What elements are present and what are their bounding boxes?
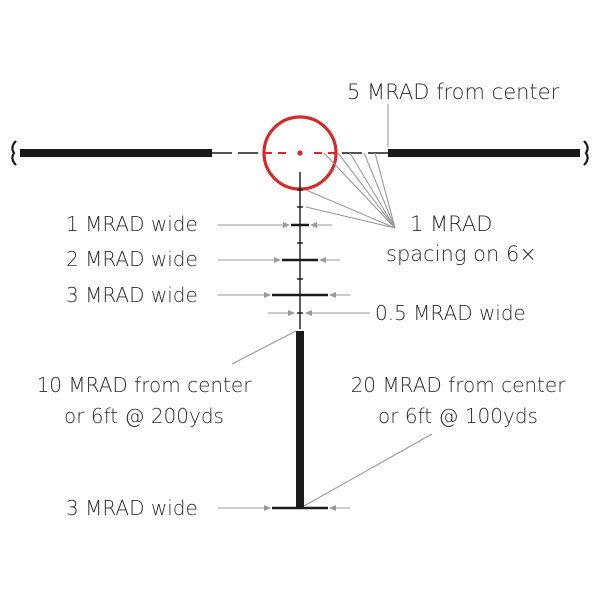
left-thick-bar [20, 149, 212, 157]
red-center-dot [297, 150, 303, 156]
twenty-mrad-line1: 20 MRAD from center [350, 373, 566, 397]
right-thick-bar [388, 149, 580, 157]
left-bar-bracket-icon [11, 140, 17, 166]
right-bar-bracket-icon [583, 140, 589, 166]
thick-vertical-post [296, 331, 304, 508]
post-three-mrad-wide-label: 3 MRAD wide [66, 496, 198, 520]
two-mrad-wide-label: 2 MRAD wide [66, 247, 198, 271]
ten-mrad-line1: 10 MRAD from center [36, 373, 252, 397]
one-mrad-spacing-line2: spacing on 6× [386, 242, 537, 266]
twenty-mrad-leader [303, 433, 433, 507]
half-mrad-wide-label: 0.5 MRAD wide [375, 301, 526, 325]
ten-mrad-line2: or 6ft @ 200yds [64, 404, 224, 428]
twenty-mrad-line2: or 6ft @ 100yds [378, 404, 538, 428]
one-mrad-wide-label: 1 MRAD wide [66, 212, 198, 236]
width-arrows [218, 222, 370, 511]
spacing-leader-fan [305, 152, 396, 229]
three-mrad-wide-label: 3 MRAD wide [66, 283, 198, 307]
five-mrad-label: 5 MRAD from center [347, 80, 560, 104]
ten-mrad-leader [231, 330, 297, 365]
one-mrad-spacing-line1: 1 MRAD [410, 212, 493, 236]
